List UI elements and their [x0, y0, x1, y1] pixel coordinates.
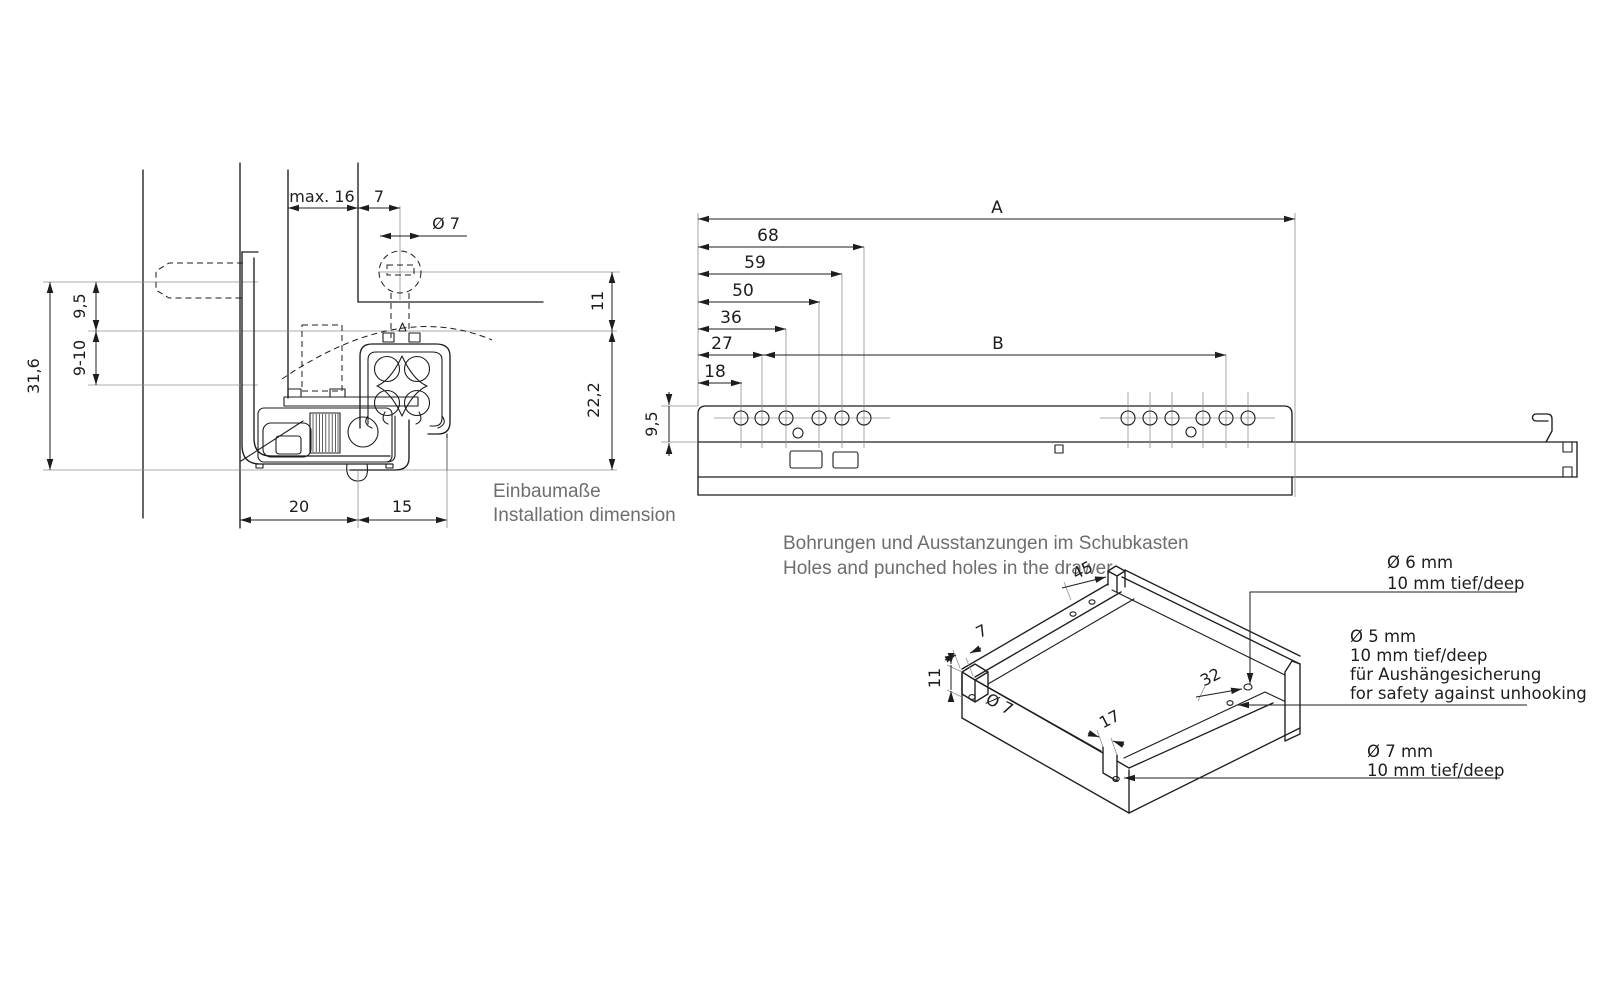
dim-label-31-6: 31,6 — [24, 358, 43, 394]
rail-hole — [1069, 611, 1077, 617]
channel-outer — [359, 343, 451, 435]
screw-hole-dia7 — [378, 250, 422, 294]
annotation-dia5-line4: for safety against unhooking — [1350, 684, 1587, 703]
dim-label-7: 7 — [374, 187, 384, 206]
dim-label-15: 15 — [392, 497, 412, 516]
caption-installation-dimension: Installation dimension — [493, 505, 676, 526]
annotation-dia6-line2: 10 mm tief/deep — [1387, 574, 1524, 593]
dim-label-iso-11: 11 — [925, 668, 944, 688]
dim-45-line — [1061, 576, 1107, 589]
dim-label-27: 27 — [711, 334, 733, 354]
iso-view: Bohrungen und Ausstanzungen im Schubkast… — [783, 533, 1587, 814]
rail-holes-left — [733, 410, 872, 439]
dia7-hole — [968, 694, 976, 700]
iso-heading-en: Holes and punched holes in the drawer — [783, 558, 1113, 579]
dim-label-18: 18 — [704, 362, 726, 382]
swing-arc — [281, 326, 493, 380]
annotation-dia5-line2: 10 mm tief/deep — [1350, 646, 1487, 665]
annotation-dia5-line1: Ø 5 mm — [1350, 627, 1416, 646]
dim-label-max16: max. 16 — [289, 187, 354, 206]
spring-coil — [312, 414, 339, 452]
spring-outline — [309, 412, 341, 454]
right-side-panel-end — [1284, 660, 1301, 742]
latch — [262, 422, 312, 458]
dim-label-32: 32 — [1197, 664, 1224, 690]
dim-label-iso-7: 7 — [973, 620, 991, 642]
dim-label-22-2: 22,2 — [584, 382, 603, 418]
caption-einbaumasse: Einbaumaße — [493, 481, 601, 502]
rail-holes-right — [1120, 410, 1256, 438]
corner-post — [1107, 565, 1126, 593]
annotation-dia6-line1: Ø 6 mm — [1387, 553, 1453, 572]
dim-label-A: A — [991, 198, 1003, 218]
rail-hole — [1088, 599, 1096, 605]
dowel-pin-hidden — [155, 262, 243, 299]
dim-label-rail-9-5: 9,5 — [642, 411, 661, 436]
dim-label-20: 20 — [289, 497, 309, 516]
cam-roller — [347, 416, 379, 448]
annotation-dia5-line3: für Aushängesicherung — [1350, 665, 1541, 684]
dim-label-59: 59 — [744, 253, 766, 273]
dim-label-36: 36 — [720, 308, 742, 328]
dim-label-68: 68 — [757, 226, 779, 246]
dim-label-11: 11 — [588, 291, 607, 311]
annotation-dia7-line1: Ø 7 mm — [1367, 742, 1433, 761]
dim-label-17: 17 — [1096, 706, 1123, 732]
screw-tip — [398, 322, 407, 332]
channel-inner — [367, 351, 443, 427]
inner-rail-outline — [697, 405, 1293, 443]
iso-heading-de: Bohrungen und Ausstanzungen im Schubkast… — [783, 533, 1189, 554]
dia6-hole — [1243, 683, 1253, 691]
dim-32-line — [1195, 687, 1243, 698]
lock-body — [257, 407, 393, 463]
dim-label-9-5: 9,5 — [70, 293, 89, 318]
mounting-plate — [283, 396, 419, 407]
dim-label-9-10: 9-10 — [70, 340, 89, 376]
side-view: A 68 59 50 36 27 B 18 9,5 — [642, 198, 1578, 497]
rail-hook — [1531, 413, 1553, 443]
dim-label-B: B — [992, 334, 1004, 354]
punched-notch — [1102, 746, 1118, 782]
annotation-dia7-line2: 10 mm tief/deep — [1367, 761, 1504, 780]
dia5-hole — [1226, 700, 1234, 706]
roller-profile — [373, 355, 431, 425]
dim-label-50: 50 — [732, 281, 754, 301]
dia7-safety-hole — [1112, 775, 1120, 783]
dim-label-dia7: Ø 7 — [432, 214, 460, 233]
cross-section-view: max. 16 7 Ø 7 11 22,2 31,6 9,5 9-10 20 1… — [24, 162, 676, 529]
leader-dia6 — [1246, 591, 1517, 684]
